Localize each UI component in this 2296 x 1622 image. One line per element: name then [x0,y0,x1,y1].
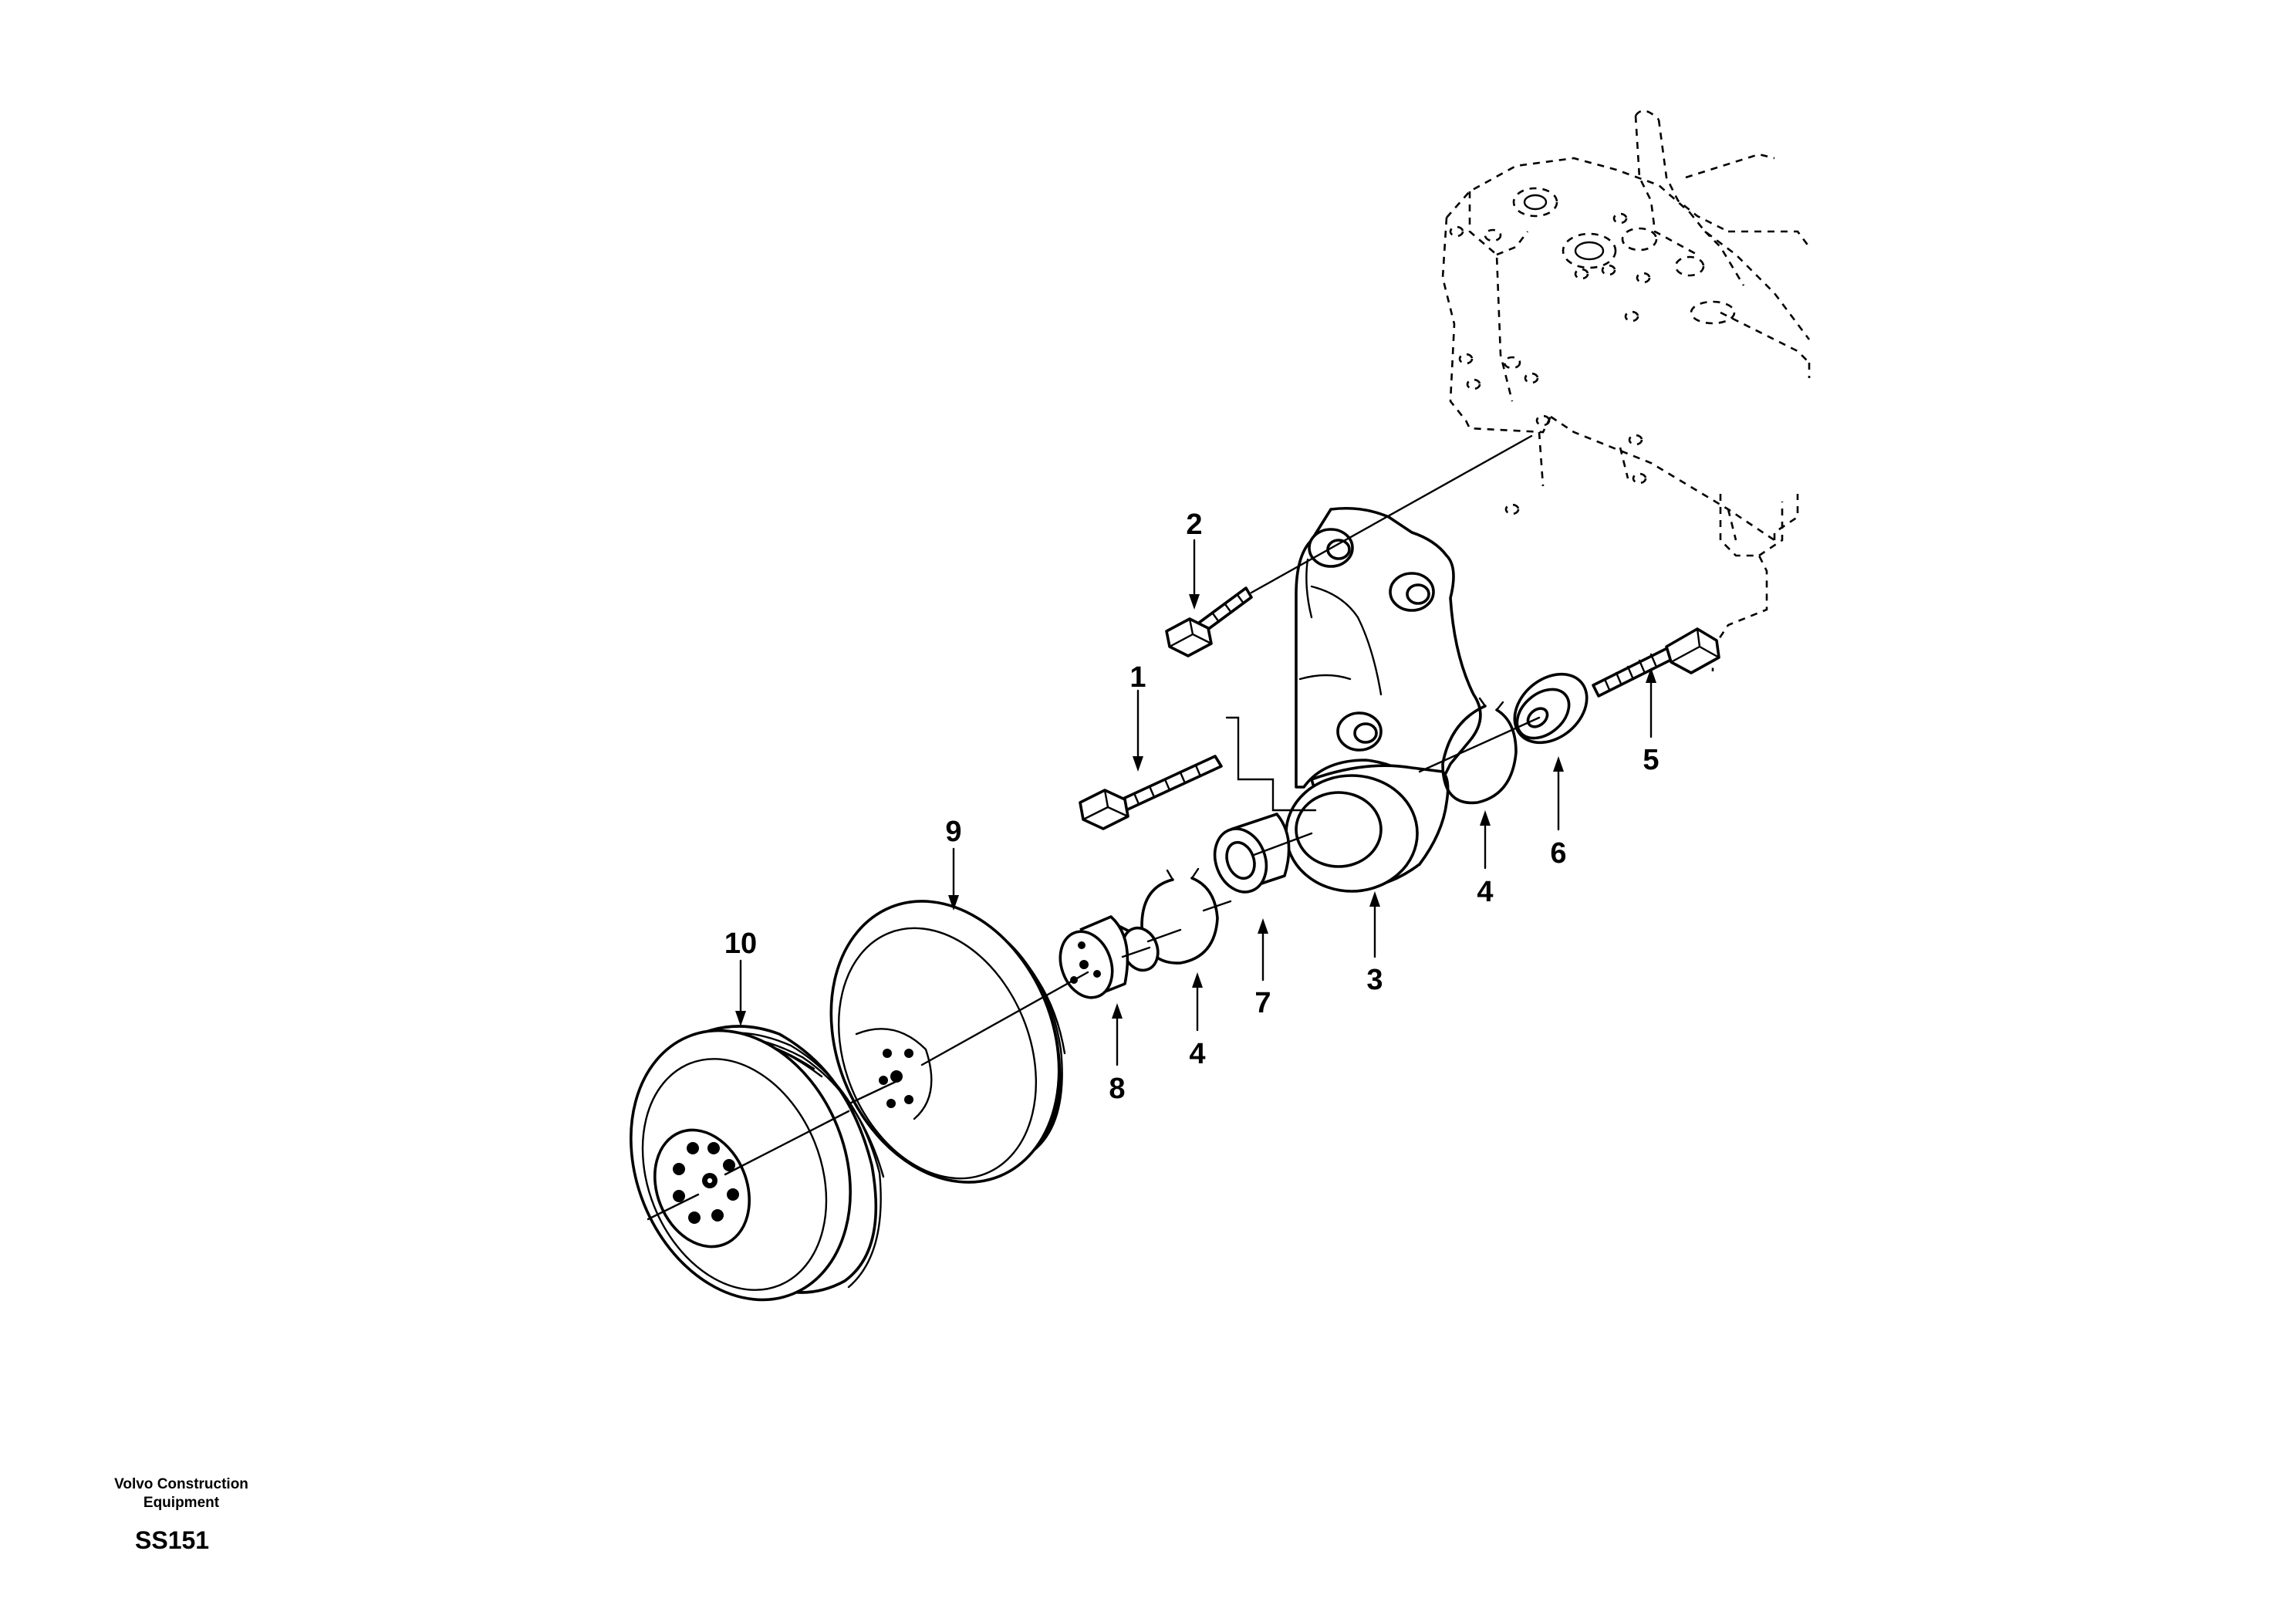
callout-3: 3 [1366,964,1383,996]
bolt-1 [1079,716,1317,830]
washer-6 [1418,672,1589,773]
brand-line-1: Volvo Construction [114,1476,248,1492]
callout-2: 2 [1186,509,1202,541]
diagram-code: SS151 [135,1526,210,1554]
callout-8: 8 [1109,1073,1125,1105]
mounting-bracket [1295,506,1482,796]
callout-9: 9 [945,816,961,848]
brand-line-2: Equipment [143,1495,220,1511]
hub-8 [1059,915,1182,999]
callout-7: 7 [1254,987,1271,1019]
pulley-10 [630,1025,885,1302]
circlip-right [1441,697,1518,805]
callout-5: 5 [1643,744,1659,776]
pulley-9 [829,900,1089,1184]
engine-block-outline [1441,110,1811,671]
bolt-2 [1165,434,1533,657]
callout-10: 10 [724,928,757,960]
footer: Volvo Construction Equipment SS151 [93,1475,270,1555]
bushing-7 [1213,813,1313,894]
bolt-5 [1592,627,1720,698]
callout-4b: 4 [1189,1038,1205,1070]
callout-1: 1 [1129,661,1146,694]
callout-6: 6 [1550,837,1566,870]
callout-4a: 4 [1477,876,1493,908]
tensioner-arm [1285,764,1450,893]
circlip-left [1140,867,1232,965]
callout-leaders [735,539,1656,1066]
